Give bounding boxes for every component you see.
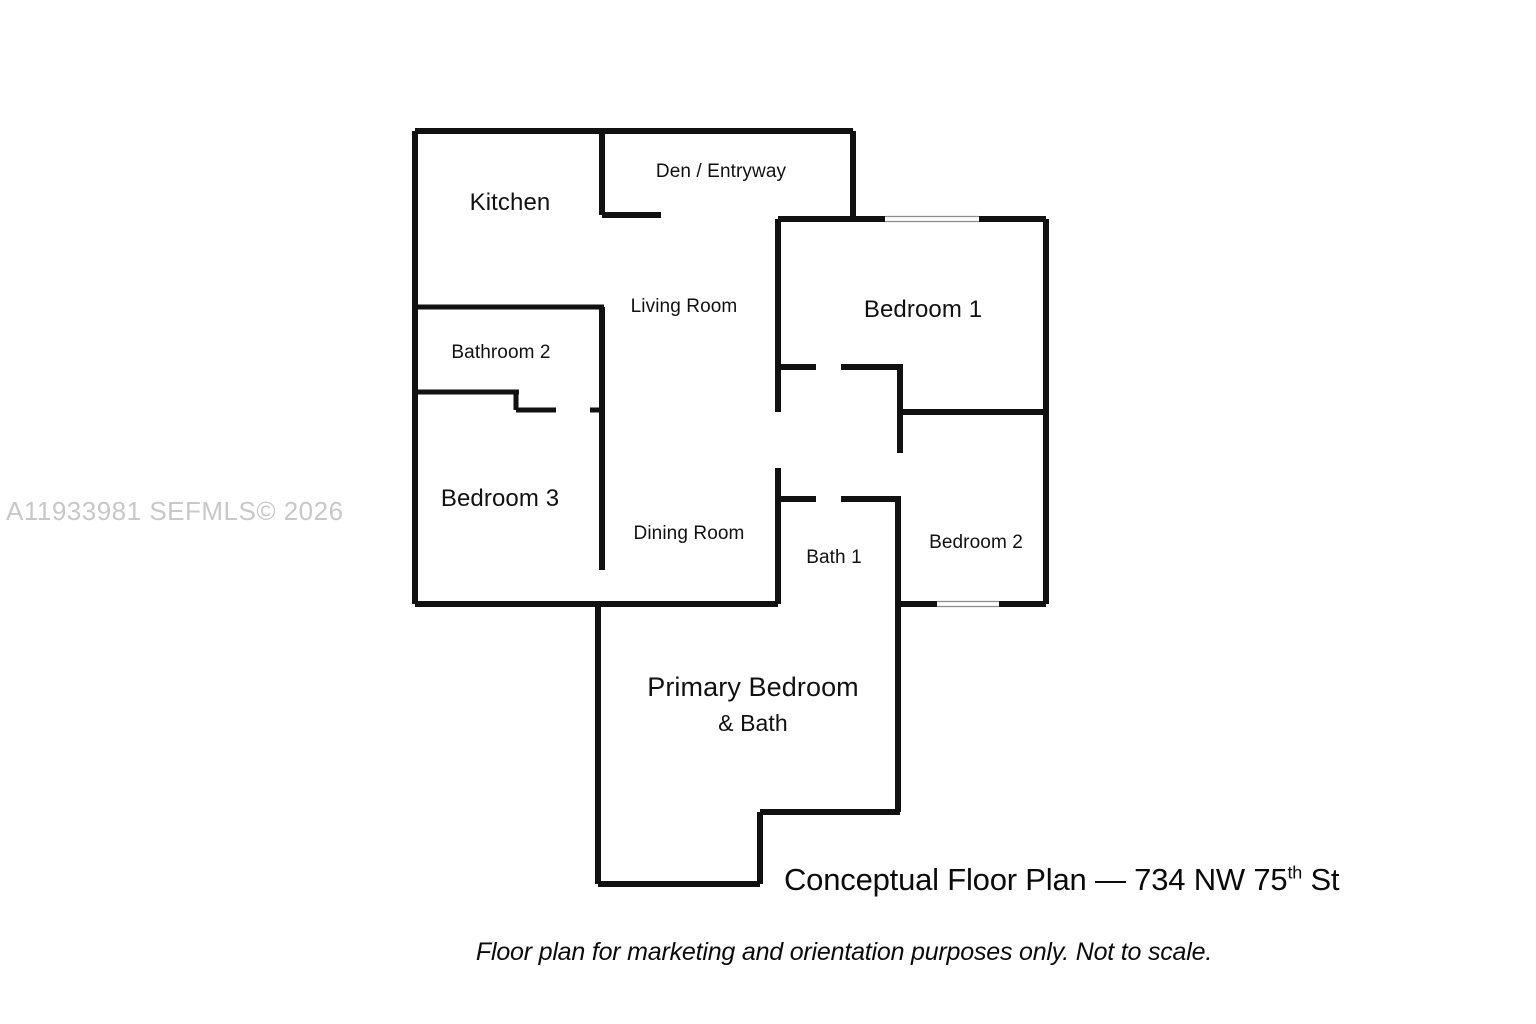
room-label-primary-bedroom: Primary Bedroom & Bath	[647, 671, 859, 738]
room-label-text-bathroom-2: Bathroom 2	[451, 342, 551, 364]
room-label-bathroom-2: Bathroom 2	[451, 341, 550, 365]
room-label-text-bedroom-3: Bedroom 3	[440, 485, 560, 512]
room-label-text-den-entryway: Den / Entryway	[655, 161, 787, 183]
room-label-living-room: Living Room	[631, 295, 738, 319]
page-title-superscript: th	[1287, 862, 1303, 883]
windows-group	[885, 215, 999, 608]
room-label-text-living-room: Living Room	[630, 296, 738, 318]
page-title-main: Conceptual Floor Plan — 734 NW 75	[784, 862, 1288, 897]
room-label-text-bedroom-1: Bedroom 1	[863, 296, 983, 323]
room-label-kitchen: Kitchen	[470, 188, 551, 218]
page-title-suffix: St	[1302, 862, 1340, 897]
disclaimer-text: Floor plan for marketing and orientation…	[475, 938, 1213, 966]
room-label-text-dining-room: Dining Room	[633, 523, 745, 545]
walls-group	[412, 128, 1049, 887]
room-label-dining-room: Dining Room	[634, 522, 745, 546]
room-label-text-bedroom-2: Bedroom 2	[929, 532, 1023, 554]
room-label-bedroom-3: Bedroom 3	[441, 484, 559, 514]
mls-watermark: A11933981 SEFMLS© 2026	[6, 496, 344, 526]
room-sublabel-text-primary-bedroom: & Bath	[718, 709, 788, 736]
room-label-bedroom-1: Bedroom 1	[864, 295, 982, 325]
room-label-text-bath-1: Bath 1	[806, 547, 862, 569]
room-label-bath-1: Bath 1	[806, 546, 862, 570]
page-title: Conceptual Floor Plan — 734 NW 75th St	[784, 862, 1340, 898]
room-label-text-primary-bedroom: Primary Bedroom	[647, 671, 859, 702]
room-label-text-kitchen: Kitchen	[469, 189, 551, 216]
room-label-bedroom-2: Bedroom 2	[929, 531, 1023, 555]
room-label-den-entryway: Den / Entryway	[656, 160, 786, 184]
